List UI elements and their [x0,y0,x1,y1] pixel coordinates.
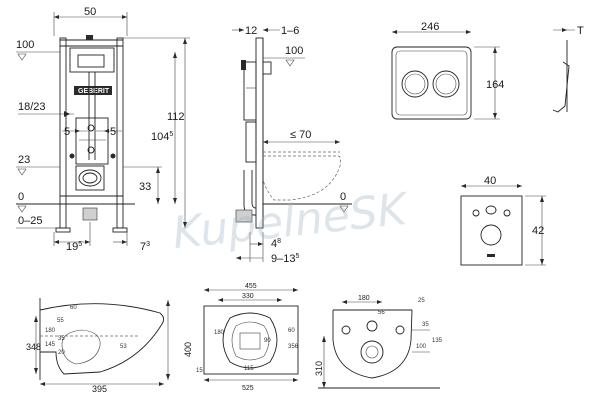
top-330: 330 [242,293,254,300]
level-0-25: 0–25 [18,215,42,227]
acoustic-height: 42 [532,225,544,237]
rear-135: 135 [432,338,443,344]
top-455: 455 [245,283,257,290]
level-0: 0 [18,191,24,203]
level-23: 23 [18,154,30,166]
plate-thickness: T [577,25,584,37]
tick-5-left: 5 [64,126,70,138]
flush-plate: 246 164 T [391,21,584,120]
plate-width: 246 [421,21,439,33]
bowl-20: 20 [58,350,65,356]
top-90: 90 [264,338,271,344]
rear-100: 100 [416,344,427,350]
side-view: 12 1–6 100 ≤ 70 0 [232,25,352,265]
bowl-180: 180 [45,328,56,334]
bowl-348: 348 [26,342,41,352]
bowl-395: 395 [92,384,107,394]
rear-56: 56 [378,310,385,316]
tick-5-right: 5 [110,126,116,138]
side-70: ≤ 70 [290,129,311,141]
top-356: 356 [288,344,299,350]
acoustic-plate: 40 42 [460,175,546,266]
frame-front-view: 50 GEBERIT 5 [16,6,190,253]
top-115: 115 [244,366,254,372]
bowl-55: 55 [57,318,64,324]
acoustic-width: 40 [484,175,496,187]
level-100: 100 [16,39,34,51]
side-level-100: 100 [285,45,303,57]
bowl-145: 145 [45,342,56,348]
brand-logo: GEBERIT [78,88,110,95]
frame-width-label: 50 [84,6,96,18]
side-4: 48 [271,238,281,250]
bowl-top-view: 455 330 90 115 180 15 60 356 525 [196,283,299,392]
plate-height: 164 [486,79,504,91]
bowl-53: 53 [120,344,127,350]
side-9-13: 9–135 [271,253,299,265]
rear-180: 180 [358,295,370,302]
height-33: 33 [139,181,151,193]
rear-25: 25 [418,298,425,304]
bowl-35: 35 [58,336,65,342]
rear-35: 35 [422,322,429,328]
bowl-400: 400 [183,342,193,357]
height-112: 112 [167,111,185,123]
bowl-60: 60 [70,305,77,311]
side-level-0: 0 [340,191,346,203]
top-60: 60 [288,328,295,334]
top-180: 180 [214,330,225,336]
side-12: 12 [245,25,257,37]
watermark: KupelneSK [170,184,412,260]
side-1-6: 1–6 [281,25,299,37]
bowl-rear-view: 180 25 56 35 100 135 310 [314,295,443,389]
height-104: 1045 [151,131,173,143]
rear-310: 310 [314,361,324,376]
bottom-19: 195 [66,241,82,253]
level-18-23: 18/23 [18,101,46,113]
bowl-side-view: 348 145 180 55 60 35 20 53 395 400 [26,298,193,394]
top-525: 525 [242,385,254,392]
bottom-7: 73 [140,241,150,253]
top-15: 15 [196,368,203,374]
